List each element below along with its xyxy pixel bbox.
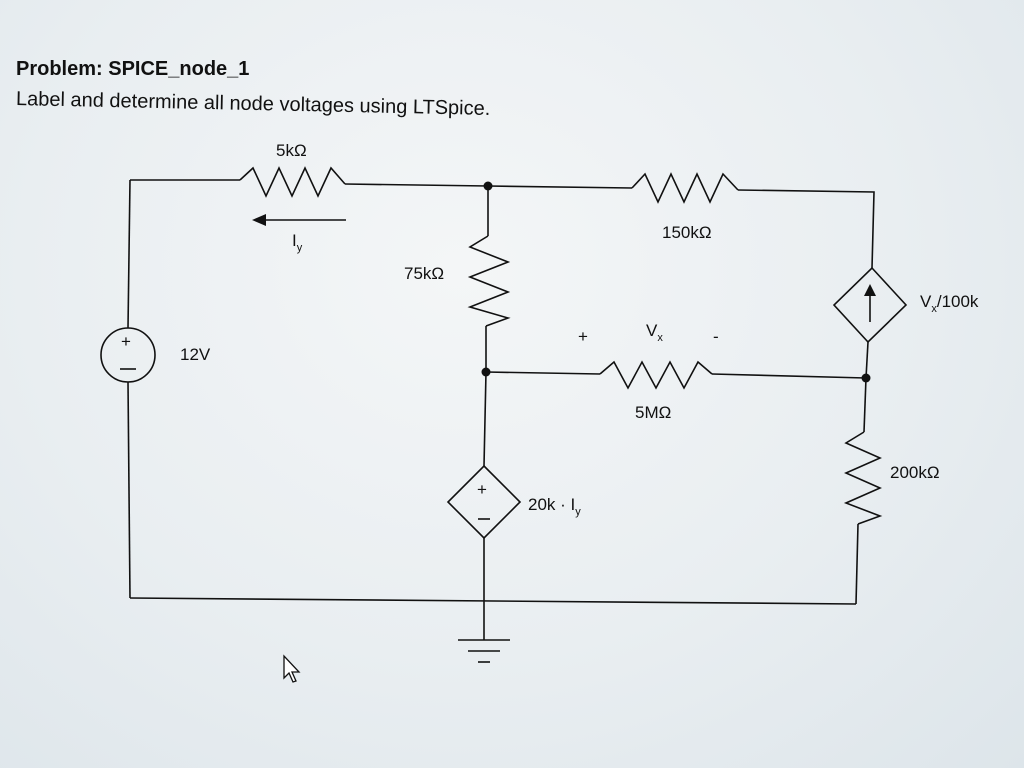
junction-dot-mid-right <box>861 373 871 383</box>
resistor-150k <box>631 172 739 204</box>
junction-dot-top <box>483 181 493 191</box>
resistor-5m <box>599 360 713 390</box>
wire-top-left-mid <box>344 183 489 187</box>
wire-200k-top <box>863 377 867 433</box>
wire-bottom <box>129 597 857 605</box>
label-200k: 200kΩ <box>890 463 940 482</box>
wire-ccs-bottom <box>865 341 869 379</box>
vx-plus-sign: + <box>578 327 588 346</box>
junction-dot-mid-left <box>481 367 491 377</box>
label-150k: 150kΩ <box>662 223 712 242</box>
wire-ccvs-top <box>483 371 487 467</box>
label-5m: 5MΩ <box>635 403 671 422</box>
wire-top-right-mid <box>487 185 633 189</box>
iy-arrow-head <box>252 214 266 226</box>
resistor-75k <box>467 235 511 327</box>
wire-200k-bottom <box>855 523 859 605</box>
wire-mid-left <box>485 371 601 375</box>
label-vx-over-100k: Vx/100k <box>920 292 979 315</box>
wire-left-vertical <box>127 179 131 329</box>
voltage-source-12v <box>100 327 156 383</box>
dependent-current-source <box>832 266 908 344</box>
mouse-cursor-icon <box>283 654 301 683</box>
label-12v: 12V <box>180 345 211 364</box>
resistor-200k <box>843 431 883 525</box>
label-iy: Iy <box>292 231 303 254</box>
ground-symbol <box>458 639 510 663</box>
resistor-5k <box>239 166 346 198</box>
label-5k: 5kΩ <box>276 141 307 160</box>
label-75k: 75kΩ <box>404 264 444 283</box>
src-plus-sign: + <box>121 332 131 351</box>
problem-title: Problem: SPICE_node_1 <box>16 58 250 80</box>
ccs-arrow-head <box>864 284 876 296</box>
ccvs-plus-sign: + <box>477 480 487 499</box>
wire-left-lower <box>127 381 131 599</box>
wire-top-right <box>737 189 875 269</box>
vx-minus-sign: - <box>713 327 719 346</box>
wires <box>127 179 875 640</box>
label-20k-iy: 20k · Iy <box>528 495 581 518</box>
dependent-voltage-source <box>446 464 522 540</box>
wire-mid-right <box>711 373 867 379</box>
label-vx: Vx <box>646 321 663 344</box>
